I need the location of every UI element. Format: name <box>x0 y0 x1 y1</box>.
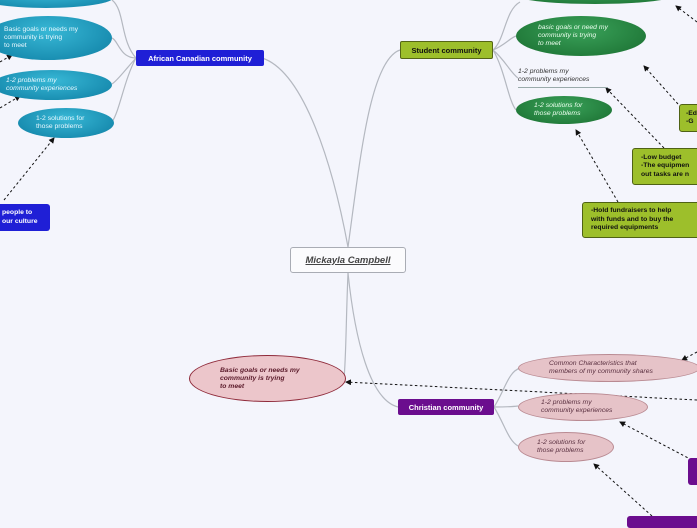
connector-root-christian-goals <box>343 272 349 379</box>
arrow-christian-goals <box>345 379 697 401</box>
student-solutions-callout[interactable]: -Hold fundraisers to help with funds and… <box>582 202 697 238</box>
african-callout-box[interactable]: people to our culture <box>0 204 50 231</box>
branch-christian[interactable]: Christian community <box>398 399 494 415</box>
student-problems-callout-label: -Low budget -The equipmen out tasks are … <box>641 153 690 178</box>
arrow-christian-top <box>681 351 697 361</box>
branch-african-canadian[interactable]: African Canadian community <box>136 50 264 66</box>
arrow-african-goals <box>0 54 13 63</box>
student-problems-callout[interactable]: -Low budget -The equipmen out tasks are … <box>632 148 697 185</box>
branch-student[interactable]: Student community <box>400 41 493 59</box>
branch-african-label: African Canadian community <box>148 53 252 63</box>
student-solutions-label: 1-2 solutions for those problems <box>534 102 583 117</box>
christian-solutions-label: 1-2 solutions for those problems <box>537 439 586 454</box>
arrow-student-problems <box>605 87 665 149</box>
connector-root-christian <box>347 272 399 408</box>
christian-problems-callout[interactable] <box>688 458 697 485</box>
christian-solutions-topic[interactable]: 1-2 solutions for those problems <box>518 432 614 462</box>
christian-problems-topic[interactable]: 1-2 problems my community experiences <box>518 393 648 421</box>
african-problems-label: 1-2 problems my community experiences <box>6 77 78 92</box>
christian-characteristics-topic[interactable]: Common Characteristics that members of m… <box>518 354 697 382</box>
connector-african-children <box>111 0 137 123</box>
arrow-student-top <box>675 5 697 23</box>
root-node[interactable]: Mickayla Campbell <box>290 247 406 273</box>
student-goals-label: basic goals or need my community is tryi… <box>538 24 608 47</box>
connector-christian-children <box>493 367 521 447</box>
student-goals-topic[interactable]: basic goals or need my community is tryi… <box>516 16 646 56</box>
african-goals-topic[interactable]: Basic goals or needs my community is try… <box>0 16 112 60</box>
arrow-christian-problems <box>619 421 693 461</box>
student-problems-topic[interactable]: 1-2 problems my community experiences <box>518 68 608 88</box>
african-solutions-label: 1-2 solutions for those problems <box>36 115 85 130</box>
root-label: Mickayla Campbell <box>305 254 391 266</box>
african-goals-label: Basic goals or needs my community is try… <box>4 26 79 49</box>
christian-goals-label: Basic goals or needs my community is try… <box>220 366 300 390</box>
connector-student-children <box>492 1 521 111</box>
christian-solutions-callout[interactable] <box>627 516 697 528</box>
african-top-topic[interactable] <box>0 0 114 8</box>
student-solutions-topic[interactable]: 1-2 solutions for those problems <box>516 96 612 124</box>
branch-student-label: Student community <box>411 45 482 55</box>
christian-characteristics-label: Common Characteristics that members of m… <box>549 360 653 375</box>
student-goals-callout-label: -Ed -G <box>686 109 697 126</box>
branch-christian-label: Christian community <box>408 402 484 412</box>
arrow-african-solutions <box>3 137 55 201</box>
student-problems-label: 1-2 problems my community experiences <box>518 68 590 83</box>
student-top-topic[interactable] <box>512 0 678 4</box>
arrow-student-solutions <box>575 129 619 203</box>
african-problems-topic[interactable]: 1-2 problems my community experiences <box>0 70 112 100</box>
african-callout-label: people to our culture <box>2 209 38 225</box>
arrow-african-problems <box>0 95 21 109</box>
student-solutions-callout-label: -Hold fundraisers to help with funds and… <box>591 207 674 232</box>
arrow-christian-solutions <box>593 463 653 517</box>
connector-root-african <box>261 57 349 248</box>
african-solutions-topic[interactable]: 1-2 solutions for those problems <box>18 108 114 138</box>
christian-problems-label: 1-2 problems my community experiences <box>541 399 613 414</box>
christian-goals-topic[interactable]: Basic goals or needs my community is try… <box>189 355 346 402</box>
connector-root-student <box>347 49 401 248</box>
arrow-student-goals <box>643 65 679 105</box>
student-goals-callout[interactable]: -Ed -G <box>679 104 697 132</box>
